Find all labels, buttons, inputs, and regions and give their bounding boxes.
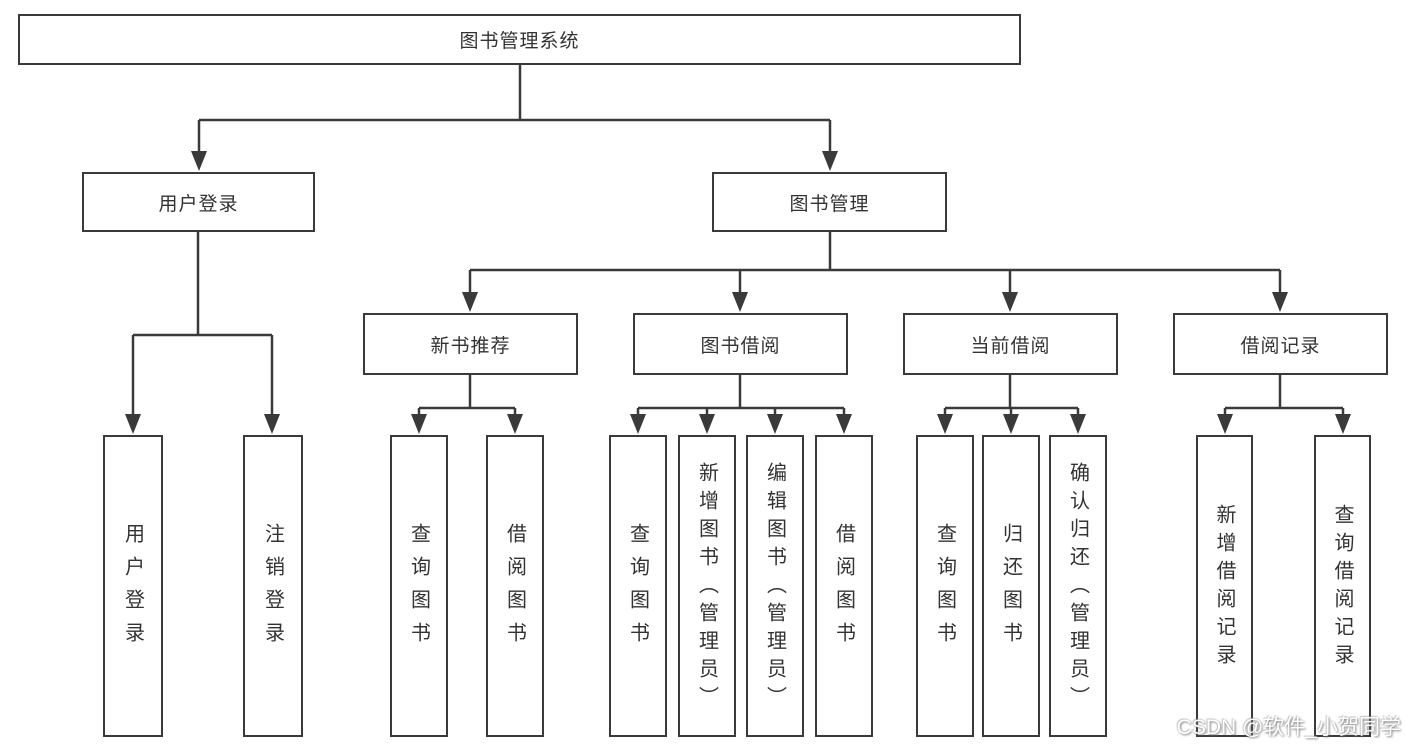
node-label: 用户登录 [121,523,144,655]
node-label: 查询图书 [407,523,430,655]
leaf-edit-books-admin: 编辑图书（管理员） [746,435,804,737]
node-label: 借阅图书 [503,523,526,655]
connector-user-login-children [131,232,274,418]
leaf-add-books-admin: 新增图书（管理员） [678,435,736,737]
node-label: 用户登录 [158,193,239,215]
node-label: 新增图书（管理员） [695,462,718,714]
leaf-logout: 注销登录 [243,435,303,737]
node-label: 确认归还（管理员） [1066,462,1089,714]
leaf-query-books-3: 查询图书 [916,435,974,737]
node-label: 注销登录 [261,523,284,655]
connector-root-to-level2 [197,64,832,155]
node-borrow-record: 借阅记录 [1173,313,1388,375]
connector-book-borrow-children [636,375,846,418]
leaf-borrow-books-2: 借阅图书 [815,435,873,737]
node-label: 图书管理 [789,193,870,215]
leaf-add-borrow-record: 新增借阅记录 [1196,435,1253,737]
node-label: 借阅记录 [1240,335,1321,357]
node-label: 新增借阅记录 [1213,504,1235,672]
node-label: 当前借阅 [970,335,1051,357]
leaf-confirm-return-admin: 确认归还（管理员） [1049,435,1107,737]
node-user-login: 用户登录 [82,172,315,232]
leaf-query-borrow-record: 查询借阅记录 [1314,435,1371,737]
node-label: 归还图书 [999,523,1022,655]
node-label: 查询图书 [626,523,649,655]
leaf-return-books: 归还图书 [982,435,1040,737]
node-book-borrow: 图书借阅 [633,313,848,375]
connector-borrow-record-children [1223,375,1345,418]
node-book-management: 图书管理 [712,172,947,232]
connector-book-management-children [468,232,1282,296]
leaf-user-login: 用户登录 [103,435,163,737]
node-label: 查询借阅记录 [1331,504,1353,672]
csdn-watermark: CSDN @软件_小贺同学 [1176,716,1401,739]
node-label: 查询图书 [933,523,956,655]
connector-new-book-children [417,375,517,418]
leaf-query-books-2: 查询图书 [609,435,667,737]
node-library-management-system: 图书管理系统 [18,14,1021,65]
leaf-borrow-books-1: 借阅图书 [486,435,544,737]
connector-current-borrow-children [943,375,1080,418]
node-label: 编辑图书（管理员） [763,462,786,714]
node-label: 图书借阅 [700,335,781,357]
node-label: 图书管理系统 [459,31,580,52]
node-label: 新书推荐 [430,335,511,357]
node-new-book-recommend: 新书推荐 [363,313,578,375]
node-current-borrow: 当前借阅 [903,313,1118,375]
leaf-query-books-1: 查询图书 [390,435,448,737]
node-label: 借阅图书 [832,523,855,655]
